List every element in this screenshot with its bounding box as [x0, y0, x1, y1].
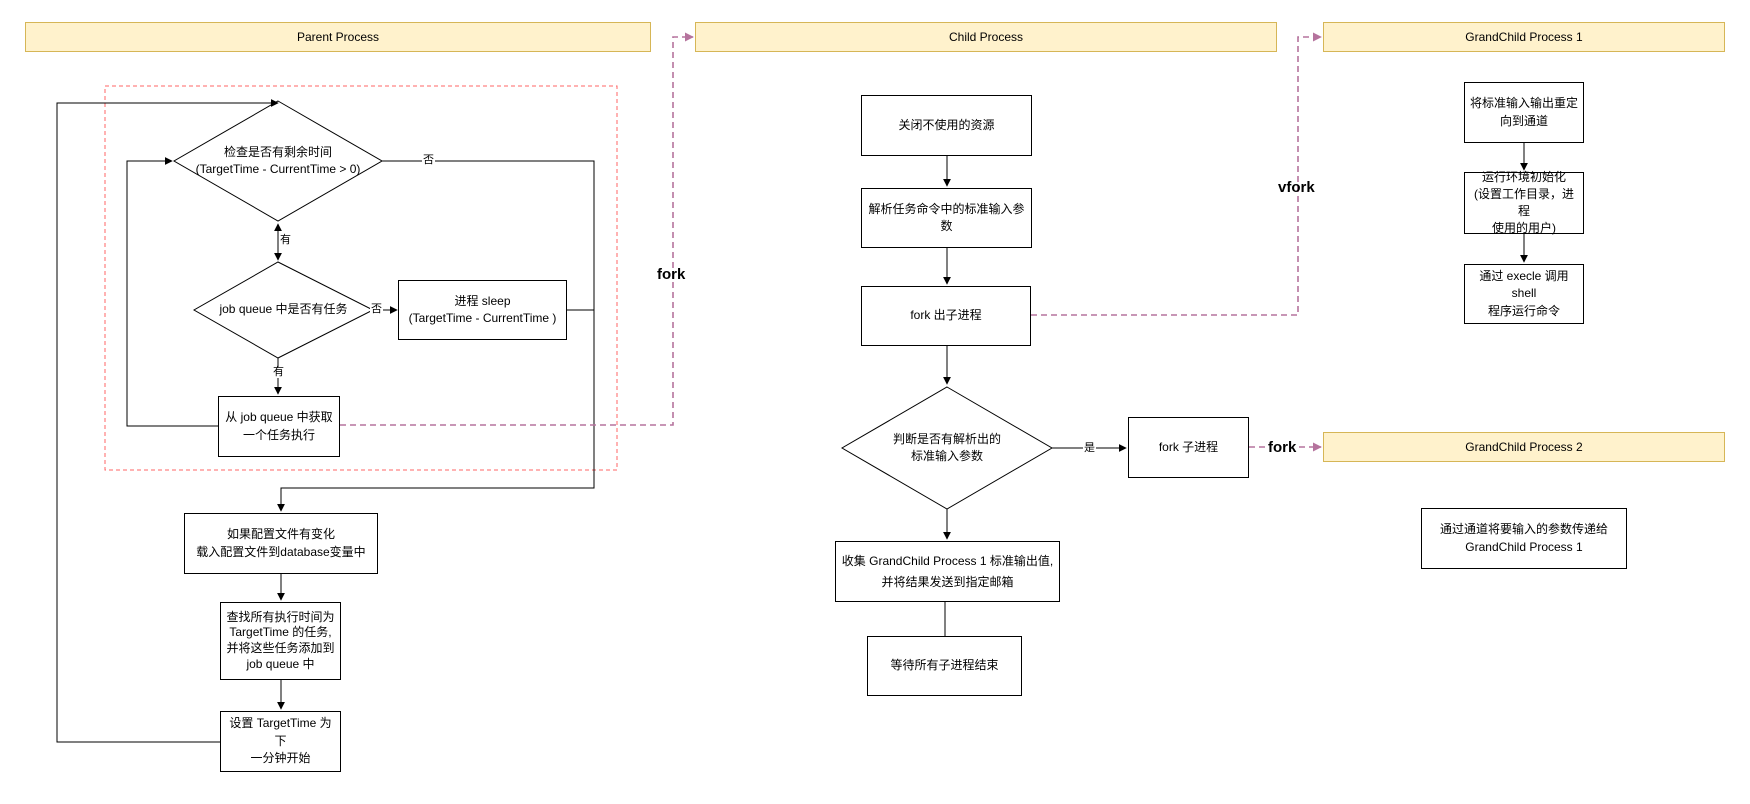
label-vfork: vfork [1278, 179, 1315, 196]
load-config-line1: 如果配置文件有变化 [226, 527, 335, 542]
find-tasks-line4: job queue 中 [246, 656, 315, 671]
redirect-line2: 向到通道 [1499, 113, 1548, 128]
fork-out-label: fork 出子进程 [910, 308, 982, 323]
sleep-box: 进程 sleep (TargetTime - CurrentTime ) [398, 280, 567, 340]
find-tasks-line2: TargetTime 的任务, [229, 625, 332, 640]
pass-line1: 通过通道将要输入的参数传递给 [1439, 522, 1608, 537]
lane-grandchild1-label: GrandChild Process 1 [1465, 30, 1583, 44]
collect-line1: 收集 GrandChild Process 1 标准输出值, [841, 554, 1054, 569]
edge-task-loop [126, 157, 218, 427]
close-resources-box: 关闭不使用的资源 [861, 95, 1032, 156]
judge-line2: 标准输入参数 [910, 449, 983, 463]
find-tasks-line3: 并将这些任务添加到 [226, 641, 335, 655]
init-line3: 使用的用户) [1492, 220, 1556, 235]
find-tasks-line1: 查找所有执行时间为 [226, 609, 335, 624]
set-target-line2: 一分钟开始 [250, 751, 311, 766]
sleep-line1: 进程 sleep [454, 293, 511, 308]
label-fork-parent-child: fork [657, 266, 686, 283]
check-queue-label: job queue 中是否有任务 [219, 302, 348, 317]
wait-end-box: 等待所有子进程结束 [867, 636, 1022, 696]
label-no-time: 否 [422, 154, 435, 166]
redirect-io-box: 将标准输入输出重定向到通道 [1464, 82, 1584, 143]
label-yes-queue: 有 [272, 366, 285, 378]
fork-child-label: fork 子进程 [1158, 439, 1219, 454]
edge-vfork-to-grandchild1 [1031, 32, 1322, 316]
wait-end-label: 等待所有子进程结束 [890, 658, 999, 673]
lane-grandchild2-process: GrandChild Process 2 [1323, 432, 1725, 462]
lane-parent-process: Parent Process [25, 22, 651, 52]
lane-parent-label: Parent Process [296, 30, 380, 44]
sleep-line2: (TargetTime - CurrentTime ) [408, 311, 557, 325]
collect-output-box: 收集 GrandChild Process 1 标准输出值, 并将结果发送到指定邮… [835, 541, 1060, 602]
check-time-line1: 检查是否有剩余时间 [223, 144, 332, 159]
get-task-box: 从 job queue 中获取一个任务执行 [218, 396, 340, 457]
close-resources-label: 关闭不使用的资源 [898, 117, 995, 132]
redirect-line1: 将标准输入输出重定 [1469, 96, 1578, 111]
check-time-diamond [172, 100, 384, 222]
check-time-line2: (TargetTime - CurrentTime > 0) [195, 162, 361, 176]
edge-fork-to-child [340, 32, 694, 426]
fork-child-box: fork 子进程 [1128, 417, 1249, 478]
parse-args-box: 解析任务命令中的标准输入参数 [861, 188, 1032, 248]
load-config-line2: 载入配置文件到database变量中 [196, 544, 366, 559]
label-yes-judge: 是 [1083, 442, 1096, 454]
lane-grandchild2-label: GrandChild Process 2 [1465, 440, 1583, 454]
lane-child-process: Child Process [695, 22, 1277, 52]
init-line1: 运行环境初始化 [1481, 170, 1566, 185]
collect-line2: 并将结果发送到指定邮箱 [881, 574, 1014, 589]
loop-group-border [104, 85, 618, 471]
pass-args-box: 通过通道将要输入的参数传递给 GrandChild Process 1 [1421, 508, 1627, 569]
set-target-line1: 设置 TargetTime 为下 [229, 716, 332, 748]
exec-line2: 程序运行命令 [1487, 303, 1560, 318]
label-fork-grandchild2: fork [1266, 439, 1299, 456]
lane-grandchild1-process: GrandChild Process 1 [1323, 22, 1725, 52]
pass-line2: GrandChild Process 1 [1465, 539, 1583, 554]
load-config-box: 如果配置文件有变化载入配置文件到database变量中 [184, 513, 378, 574]
edge-outer-loop [56, 99, 279, 743]
get-task-line1: 从 job queue 中获取 [225, 410, 333, 425]
lane-child-label: Child Process [948, 30, 1024, 44]
exec-line1: 通过 execle 调用 shell [1479, 268, 1569, 301]
fork-out-box: fork 出子进程 [861, 286, 1031, 346]
init-line2: (设置工作目录，进程 [1474, 187, 1574, 218]
edge-no-time [277, 160, 595, 512]
label-no-queue: 否 [370, 303, 383, 315]
exec-shell-box: 通过 execle 调用 shell 程序运行命令 [1464, 264, 1584, 324]
env-init-box: 运行环境初始化 (设置工作目录，进程使用的用户) [1464, 170, 1584, 235]
set-target-box: 设置 TargetTime 为下一分钟开始 [220, 711, 341, 772]
check-queue-text: job queue 中是否有任务 [194, 295, 373, 325]
judge-line1: 判断是否有解析出的 [892, 431, 1001, 446]
parse-args-label: 解析任务命令中的标准输入参数 [868, 201, 1025, 233]
judge-text: 判断是否有解析出的标准输入参数 [842, 428, 1052, 468]
label-yes-time: 有 [279, 234, 292, 246]
get-task-line2: 一个任务执行 [242, 427, 315, 442]
check-time-text: 检查是否有剩余时间 (TargetTime - CurrentTime > 0) [174, 131, 382, 191]
